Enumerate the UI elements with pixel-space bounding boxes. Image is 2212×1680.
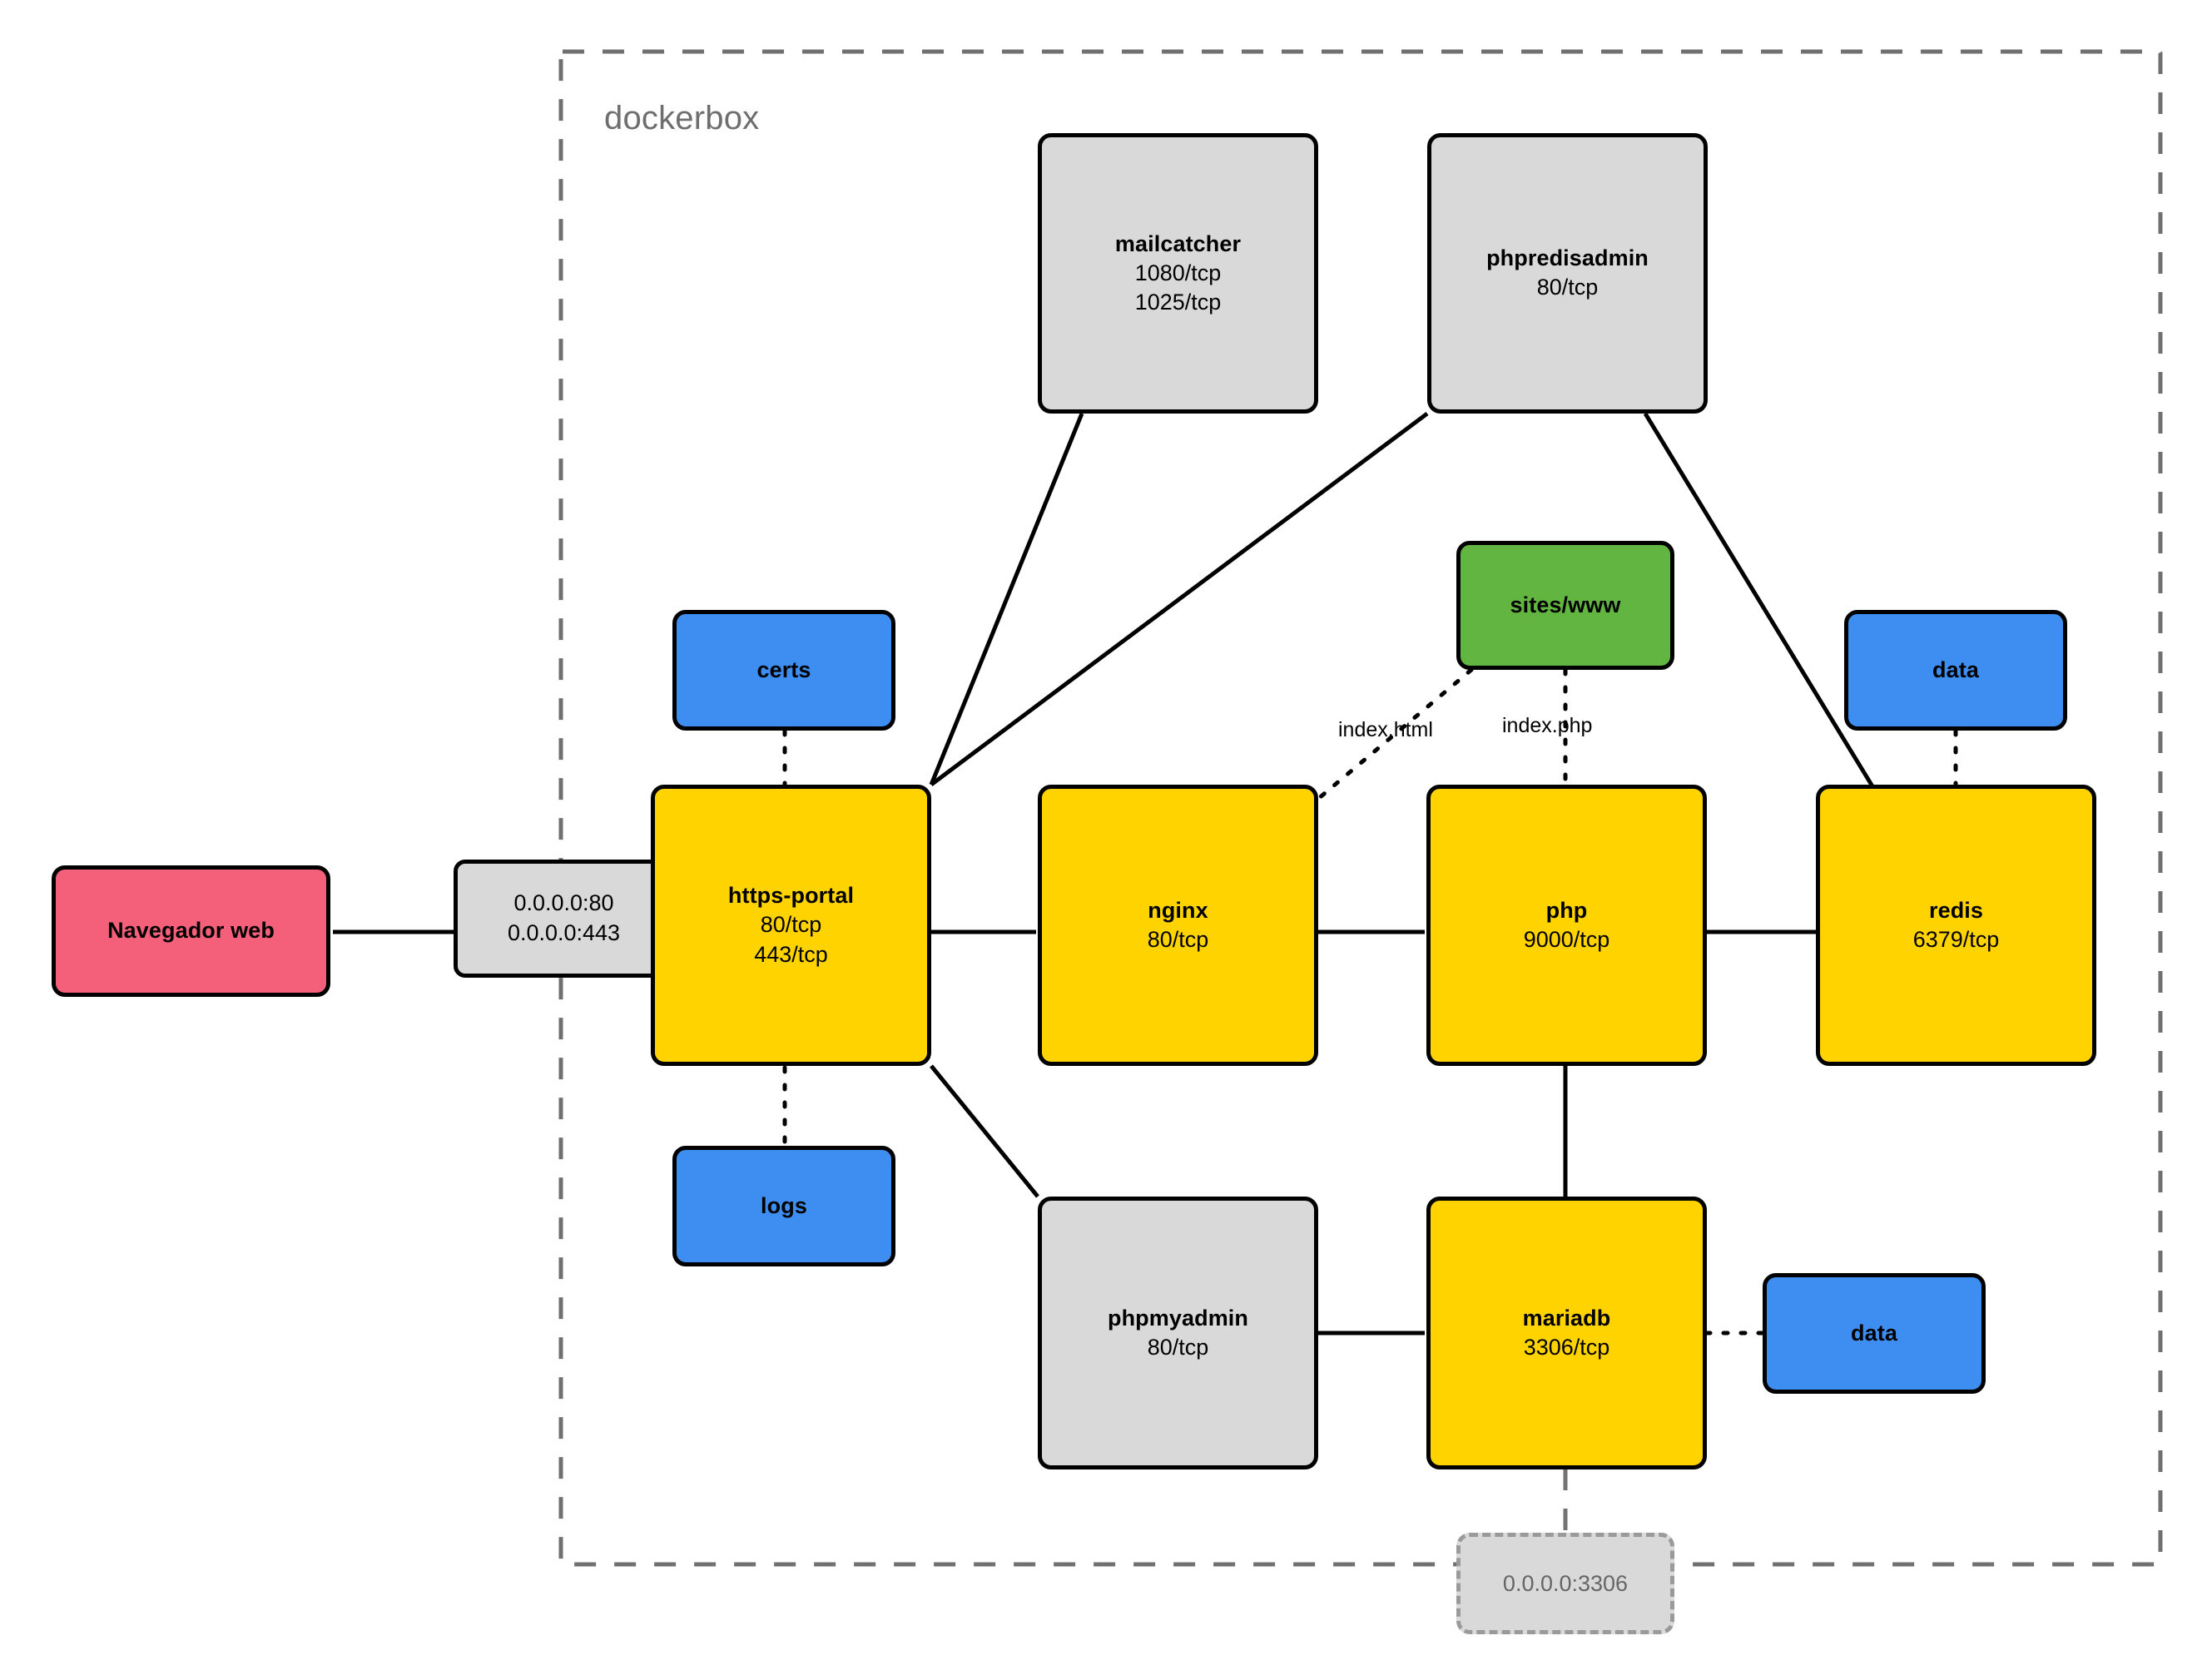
node-php-port-0: 9000/tcp [1523, 927, 1610, 952]
node-phpmyadmin-title: phpmyadmin [1107, 1305, 1248, 1331]
node-phpmyadmin[interactable]: phpmyadmin 80/tcp [1038, 1197, 1318, 1469]
node-volume-logs[interactable]: logs [672, 1146, 895, 1266]
node-https-portal-port-1: 443/tcp [754, 941, 828, 967]
node-https-portal-title: https-portal [727, 883, 855, 909]
node-volume-redis-data-title: data [1932, 657, 1979, 682]
node-volume-mariadb-data-title: data [1851, 1320, 1897, 1345]
edge-phpredisadmin-httpsportal [930, 411, 1429, 787]
node-https-portal-port-0: 80/tcp [760, 912, 822, 938]
node-mailcatcher-port-0: 1080/tcp [1134, 260, 1222, 285]
node-phpredisadmin[interactable]: phpredisadmin 80/tcp [1427, 133, 1708, 414]
node-mariadb-title: mariadb [1522, 1305, 1611, 1331]
edge-label-index-php: index.php [1502, 714, 1593, 737]
node-mailcatcher-title: mailcatcher [1114, 230, 1242, 256]
node-mount-sites-www[interactable]: sites/www [1456, 541, 1674, 670]
node-php[interactable]: php 9000/tcp [1426, 785, 1707, 1066]
port-binding-db-line-0: 0.0.0.0:3306 [1502, 1570, 1629, 1596]
node-https-portal[interactable]: https-portal 80/tcp 443/tcp [651, 785, 931, 1066]
dockerbox-title: dockerbox [604, 100, 760, 136]
node-phpredisadmin-title: phpredisadmin [1486, 245, 1649, 270]
edge-phpredisadmin-redis [1643, 412, 1875, 788]
node-mailcatcher[interactable]: mailcatcher 1080/tcp 1025/tcp [1038, 133, 1318, 414]
node-nginx-port-0: 80/tcp [1147, 927, 1209, 952]
node-redis[interactable]: redis 6379/tcp [1816, 785, 2096, 1066]
node-mount-sites-www-title: sites/www [1510, 592, 1621, 617]
node-phpmyadmin-port-0: 80/tcp [1147, 1335, 1209, 1360]
node-redis-port-0: 6379/tcp [1912, 927, 2000, 952]
node-mariadb[interactable]: mariadb 3306/tcp [1426, 1197, 1707, 1469]
node-volume-certs[interactable]: certs [672, 610, 895, 731]
node-volume-certs-title: certs [756, 657, 811, 682]
port-binding-db[interactable]: 0.0.0.0:3306 [1456, 1533, 1674, 1634]
edge-httpsportal-phpmyadmin [930, 1064, 1039, 1198]
node-navegador-web[interactable]: Navegador web [52, 865, 330, 997]
edge-label-index-html: index.html [1338, 718, 1433, 741]
port-binding-web-line-1: 0.0.0.0:443 [507, 920, 621, 945]
node-redis-title: redis [1928, 897, 1984, 923]
node-navegador-web-title: Navegador web [107, 918, 275, 944]
node-mariadb-port-0: 3306/tcp [1523, 1335, 1610, 1360]
edge-mailcatcher-httpsportal [929, 413, 1084, 785]
node-volume-redis-data[interactable]: data [1844, 610, 2067, 731]
port-binding-web[interactable]: 0.0.0.0:80 0.0.0.0:443 [454, 860, 674, 978]
edge-siteswww-nginx [1311, 667, 1474, 805]
node-php-title: php [1545, 897, 1588, 923]
node-volume-mariadb-data[interactable]: data [1763, 1273, 1986, 1394]
node-volume-logs-title: logs [761, 1192, 807, 1218]
node-nginx[interactable]: nginx 80/tcp [1038, 785, 1318, 1066]
node-phpredisadmin-port-0: 80/tcp [1536, 275, 1599, 300]
node-mailcatcher-port-1: 1025/tcp [1134, 290, 1222, 315]
port-binding-web-line-0: 0.0.0.0:80 [513, 890, 614, 916]
node-nginx-title: nginx [1148, 897, 1208, 923]
